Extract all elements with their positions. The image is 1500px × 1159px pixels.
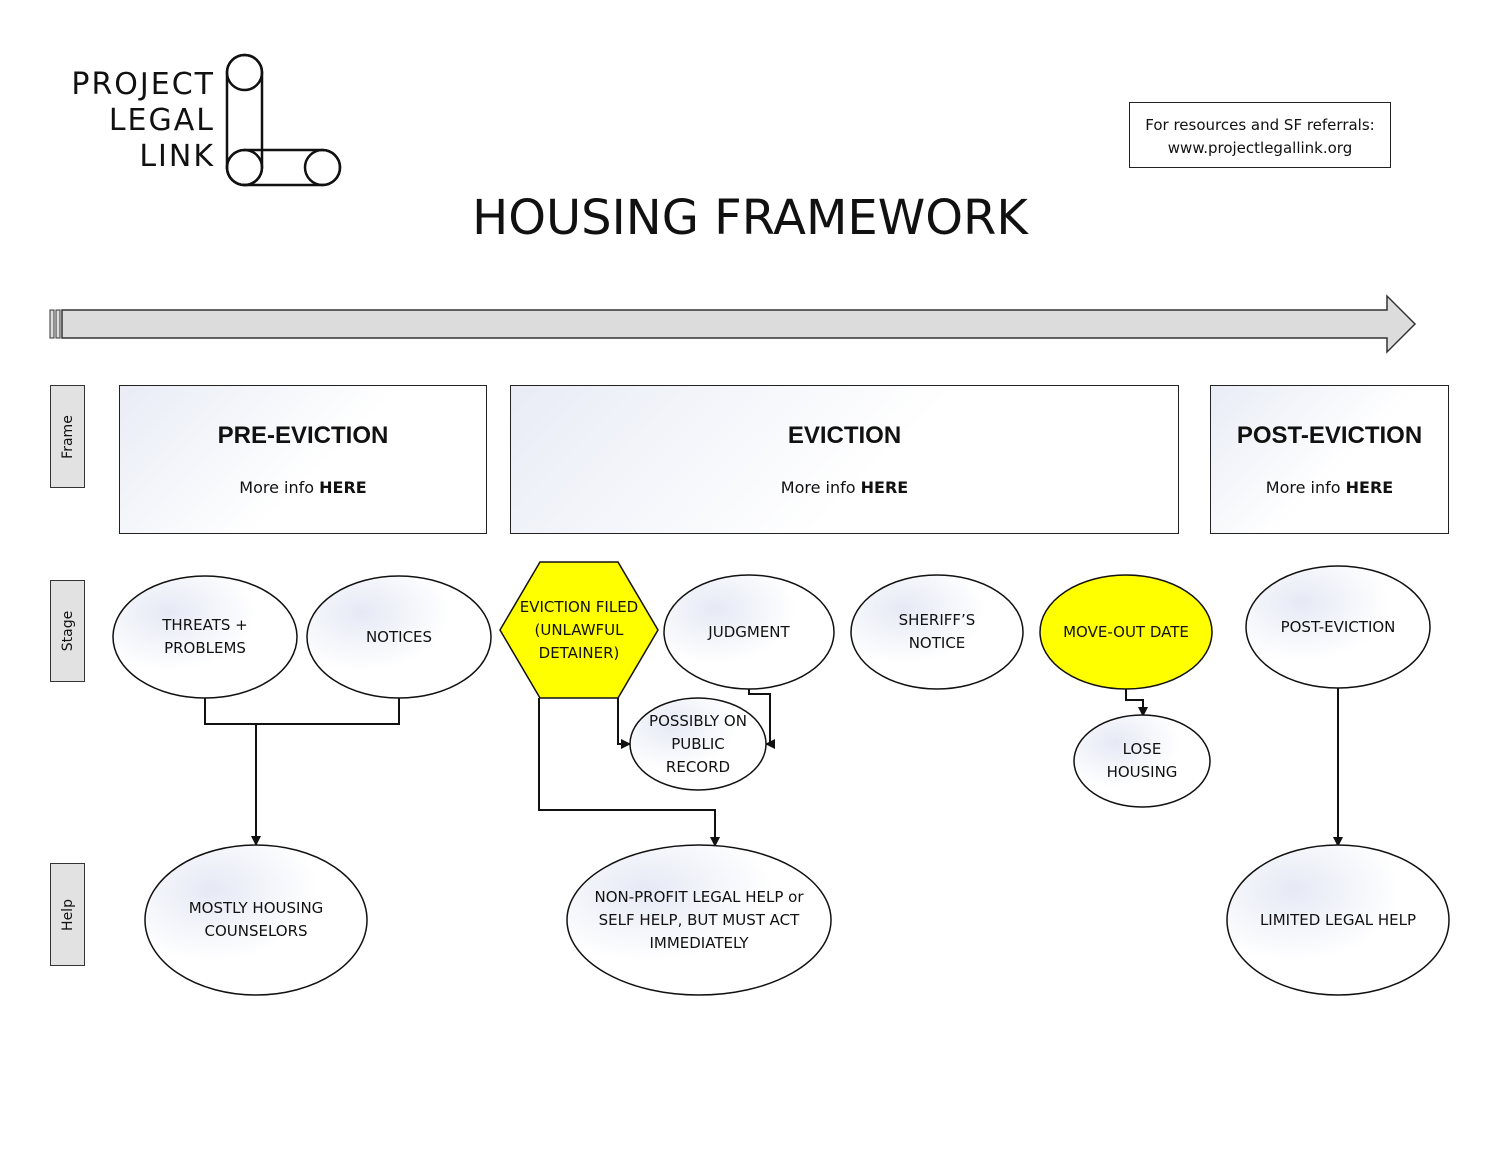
stage-threats-shape: [112, 575, 298, 699]
more-info-label: More info: [239, 478, 320, 497]
more-info-link[interactable]: HERE: [1345, 478, 1394, 497]
stage-judgment-label: JUDGMENT: [708, 622, 790, 641]
stage-lose-housing-shape: [1073, 714, 1211, 808]
resources-link[interactable]: www.projectlegallink.org: [1167, 139, 1353, 157]
frame-eviction-title: EVICTION: [787, 422, 902, 449]
help-nonprofit-shape: [566, 844, 832, 996]
frame-pre-eviction-info: More info HERE: [120, 478, 486, 497]
stage-threats-label: THREATS + PROBLEMS: [162, 616, 248, 657]
logo-text-legal: LEGAL: [108, 103, 215, 138]
help-limited-shape: [1226, 844, 1450, 996]
row-tab-stage-label: Stage: [59, 610, 76, 652]
connector-threats-notices-to-counselors: [204, 698, 400, 845]
connector-filed-to-public-record: [617, 698, 631, 749]
frame-post-eviction-title: POST-EVICTION: [1236, 422, 1423, 449]
page-title: HOUSING FRAMEWORK: [472, 190, 1028, 246]
stage-eviction-filed-shape: [499, 561, 659, 699]
stage-post-eviction-label: POST-EVICTION: [1280, 617, 1396, 636]
stage-sheriffs-notice-label: SHERIFF’S NOTICE: [898, 611, 976, 652]
frame-post-eviction: POST-EVICTION More info HERE: [1210, 385, 1449, 534]
more-info-label: More info: [780, 478, 861, 497]
resources-box: For resources and SF referrals: www.proj…: [1129, 102, 1391, 168]
stage-notices-label: NOTICES: [365, 627, 433, 646]
stage-move-out-shape: [1039, 574, 1213, 690]
frame-eviction-info: More info HERE: [511, 478, 1178, 497]
more-info-link[interactable]: HERE: [860, 478, 909, 497]
help-counselors-label: MOSTLY HOUSING COUNSELORS: [188, 899, 324, 940]
row-tab-stage: Stage: [50, 580, 85, 682]
frame-post-eviction-info: More info HERE: [1211, 478, 1448, 497]
frame-pre-eviction-title: PRE-EVICTION: [217, 422, 389, 449]
logo-text-project: PROJECT: [71, 67, 215, 102]
stage-move-out-label: MOVE-OUT DATE: [1063, 622, 1189, 641]
connector-judgment-to-public-record: [748, 688, 775, 749]
connector-moveout-to-lose-housing: [1125, 688, 1148, 717]
help-nonprofit-label: NON-PROFIT LEGAL HELP or SELF HELP, BUT …: [594, 887, 804, 952]
stage-public-record-label: POSSIBLY ON PUBLIC RECORD: [649, 711, 747, 776]
timeline-arrow: [49, 294, 1417, 354]
frame-pre-eviction: PRE-EVICTION More info HERE: [119, 385, 487, 534]
stage-judgment-shape: [663, 574, 835, 690]
connectors: [204, 688, 1343, 847]
logo-text-link: LINK: [139, 139, 215, 174]
help-limited-label: LIMITED LEGAL HELP: [1259, 910, 1417, 929]
logo-mark-icon: [225, 53, 342, 187]
frame-eviction: EVICTION More info HERE: [510, 385, 1179, 534]
connector-filed-to-nonprofit: [538, 698, 720, 847]
more-info-label: More info: [1265, 478, 1346, 497]
stage-public-record-shape: [629, 697, 767, 791]
help-counselors-shape: [144, 844, 368, 996]
stage-eviction-filed-label: EVICTION FILED (UNLAWFUL DETAINER): [519, 597, 639, 662]
resources-line-1: For resources and SF referrals:: [1145, 116, 1375, 134]
row-tab-help-label: Help: [59, 898, 76, 931]
stage-notices-shape: [306, 575, 492, 699]
stage-post-eviction-shape: [1245, 565, 1431, 689]
row-tab-help: Help: [50, 863, 85, 966]
stage-lose-housing-label: LOSE HOUSING: [1106, 740, 1178, 781]
row-tab-frame-label: Frame: [59, 414, 76, 459]
stage-sheriffs-notice-shape: [850, 574, 1024, 690]
row-tab-frame: Frame: [50, 385, 85, 488]
more-info-link[interactable]: HERE: [319, 478, 367, 497]
